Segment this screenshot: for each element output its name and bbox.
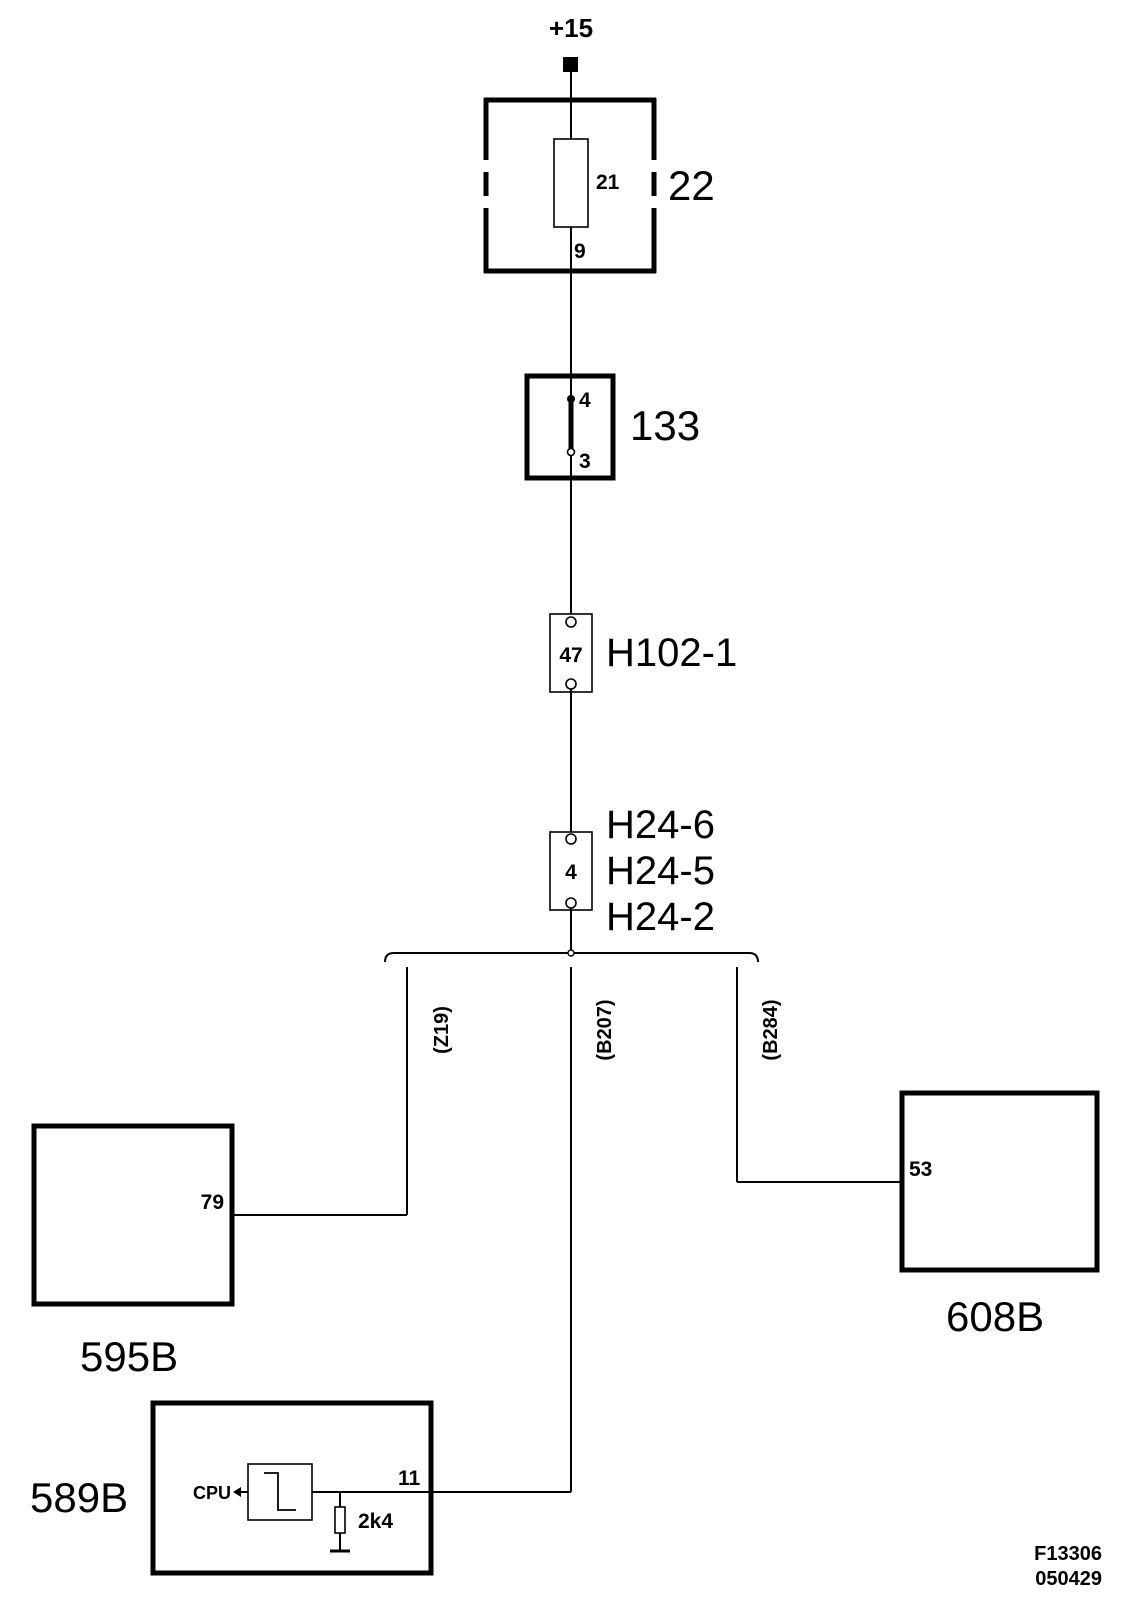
module-589b-box	[150, 1400, 434, 1576]
module-595b-box	[31, 1123, 235, 1307]
cpu-label: CPU	[193, 1483, 231, 1503]
fuse-box-label: 22	[668, 162, 715, 209]
splice-point	[567, 949, 575, 957]
switch-pin-bottom-dot	[566, 447, 576, 457]
wire-code-right: (B284)	[760, 999, 782, 1060]
module-589b-pin: 11	[398, 1467, 421, 1490]
connector-h24-pin-top	[565, 833, 577, 845]
resistor-label: 2k4	[358, 1510, 393, 1533]
module-589b-label: 589B	[30, 1474, 128, 1521]
supply-terminal	[563, 57, 578, 72]
module-595b-label: 595B	[80, 1333, 178, 1380]
connector-h102-pin: 47	[559, 644, 582, 667]
connector-h24-label-1: H24-6	[606, 803, 715, 847]
fuse-number: 21	[596, 171, 620, 194]
figure-ref-code: F13306	[1034, 1543, 1102, 1565]
wire-code-left: (Z19)	[431, 1006, 453, 1054]
switch-pin-top: 4	[579, 389, 591, 412]
wire-code-middle: (B207)	[594, 999, 616, 1060]
connector-h24-label-3: H24-2	[606, 895, 715, 939]
square-wave-icon	[264, 1472, 296, 1511]
resistor-body	[334, 1506, 346, 1534]
cpu-input-block	[247, 1463, 313, 1521]
switch-label: 133	[630, 402, 700, 449]
module-608b-box	[899, 1090, 1100, 1273]
module-595b-pin: 79	[201, 1191, 224, 1214]
connector-h24-pin-bottom	[565, 897, 577, 909]
module-608b-label: 608B	[946, 1293, 1044, 1340]
supply-label: +15	[549, 13, 593, 43]
connector-h102-pin-bottom	[565, 678, 577, 690]
connector-h24-label-2: H24-5	[606, 849, 715, 893]
connector-h102-pin-top	[565, 616, 577, 628]
connector-h24-pin: 4	[565, 861, 577, 884]
connector-h102-label: H102-1	[606, 631, 737, 675]
module-608b-pin: 53	[909, 1158, 932, 1181]
cpu-arrow-icon	[233, 1487, 241, 1497]
fuse-pin: 9	[574, 240, 586, 263]
switch-pin-top-dot	[567, 395, 575, 403]
switch-pin-bottom: 3	[579, 450, 591, 473]
figure-ref-date: 050429	[1035, 1568, 1102, 1590]
fuse-element	[553, 138, 589, 228]
